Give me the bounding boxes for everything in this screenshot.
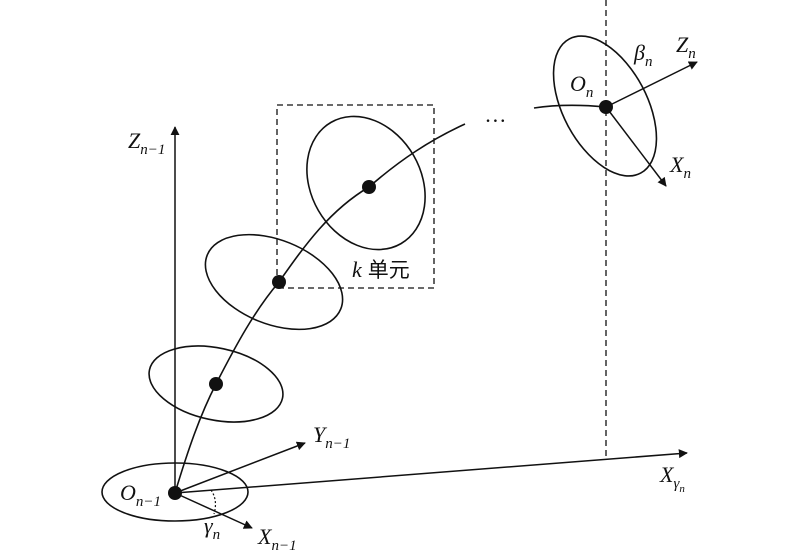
z-n-label: Zn xyxy=(676,32,696,62)
gamma-n-label: γn xyxy=(204,513,220,543)
x-gamma-n-axis xyxy=(174,449,688,494)
beta-n-label: βn xyxy=(633,40,652,70)
centerline-end-segment xyxy=(533,104,607,109)
x-n-minus-1-label: Xn−1 xyxy=(257,524,297,554)
origin-n-minus-1-node xyxy=(168,486,182,500)
z-n-axis xyxy=(605,61,698,108)
cross-section-1 xyxy=(148,345,284,423)
o-n-minus-1-label: On−1 xyxy=(120,480,161,510)
x-n-minus-1-axis xyxy=(174,492,253,529)
x-n-label: Xn xyxy=(669,152,691,182)
gamma-angle-arc xyxy=(210,489,217,515)
x-n-axis xyxy=(605,106,667,187)
cross-section-2 xyxy=(204,233,344,331)
x-gamma-n-label: Xγn xyxy=(659,462,685,495)
end-cross-section xyxy=(552,35,658,177)
z-n-minus-1-label: Zn−1 xyxy=(128,128,165,158)
y-n-minus-1-axis xyxy=(174,441,306,494)
origin-n-node xyxy=(599,100,613,114)
y-n-minus-1-label: Yn−1 xyxy=(313,422,350,452)
node-2 xyxy=(272,275,286,289)
cross-section-k xyxy=(306,115,426,251)
node-k xyxy=(362,180,376,194)
node-1 xyxy=(209,377,223,391)
o-n-label: On xyxy=(570,71,593,101)
ellipsis-text: … xyxy=(486,102,506,127)
